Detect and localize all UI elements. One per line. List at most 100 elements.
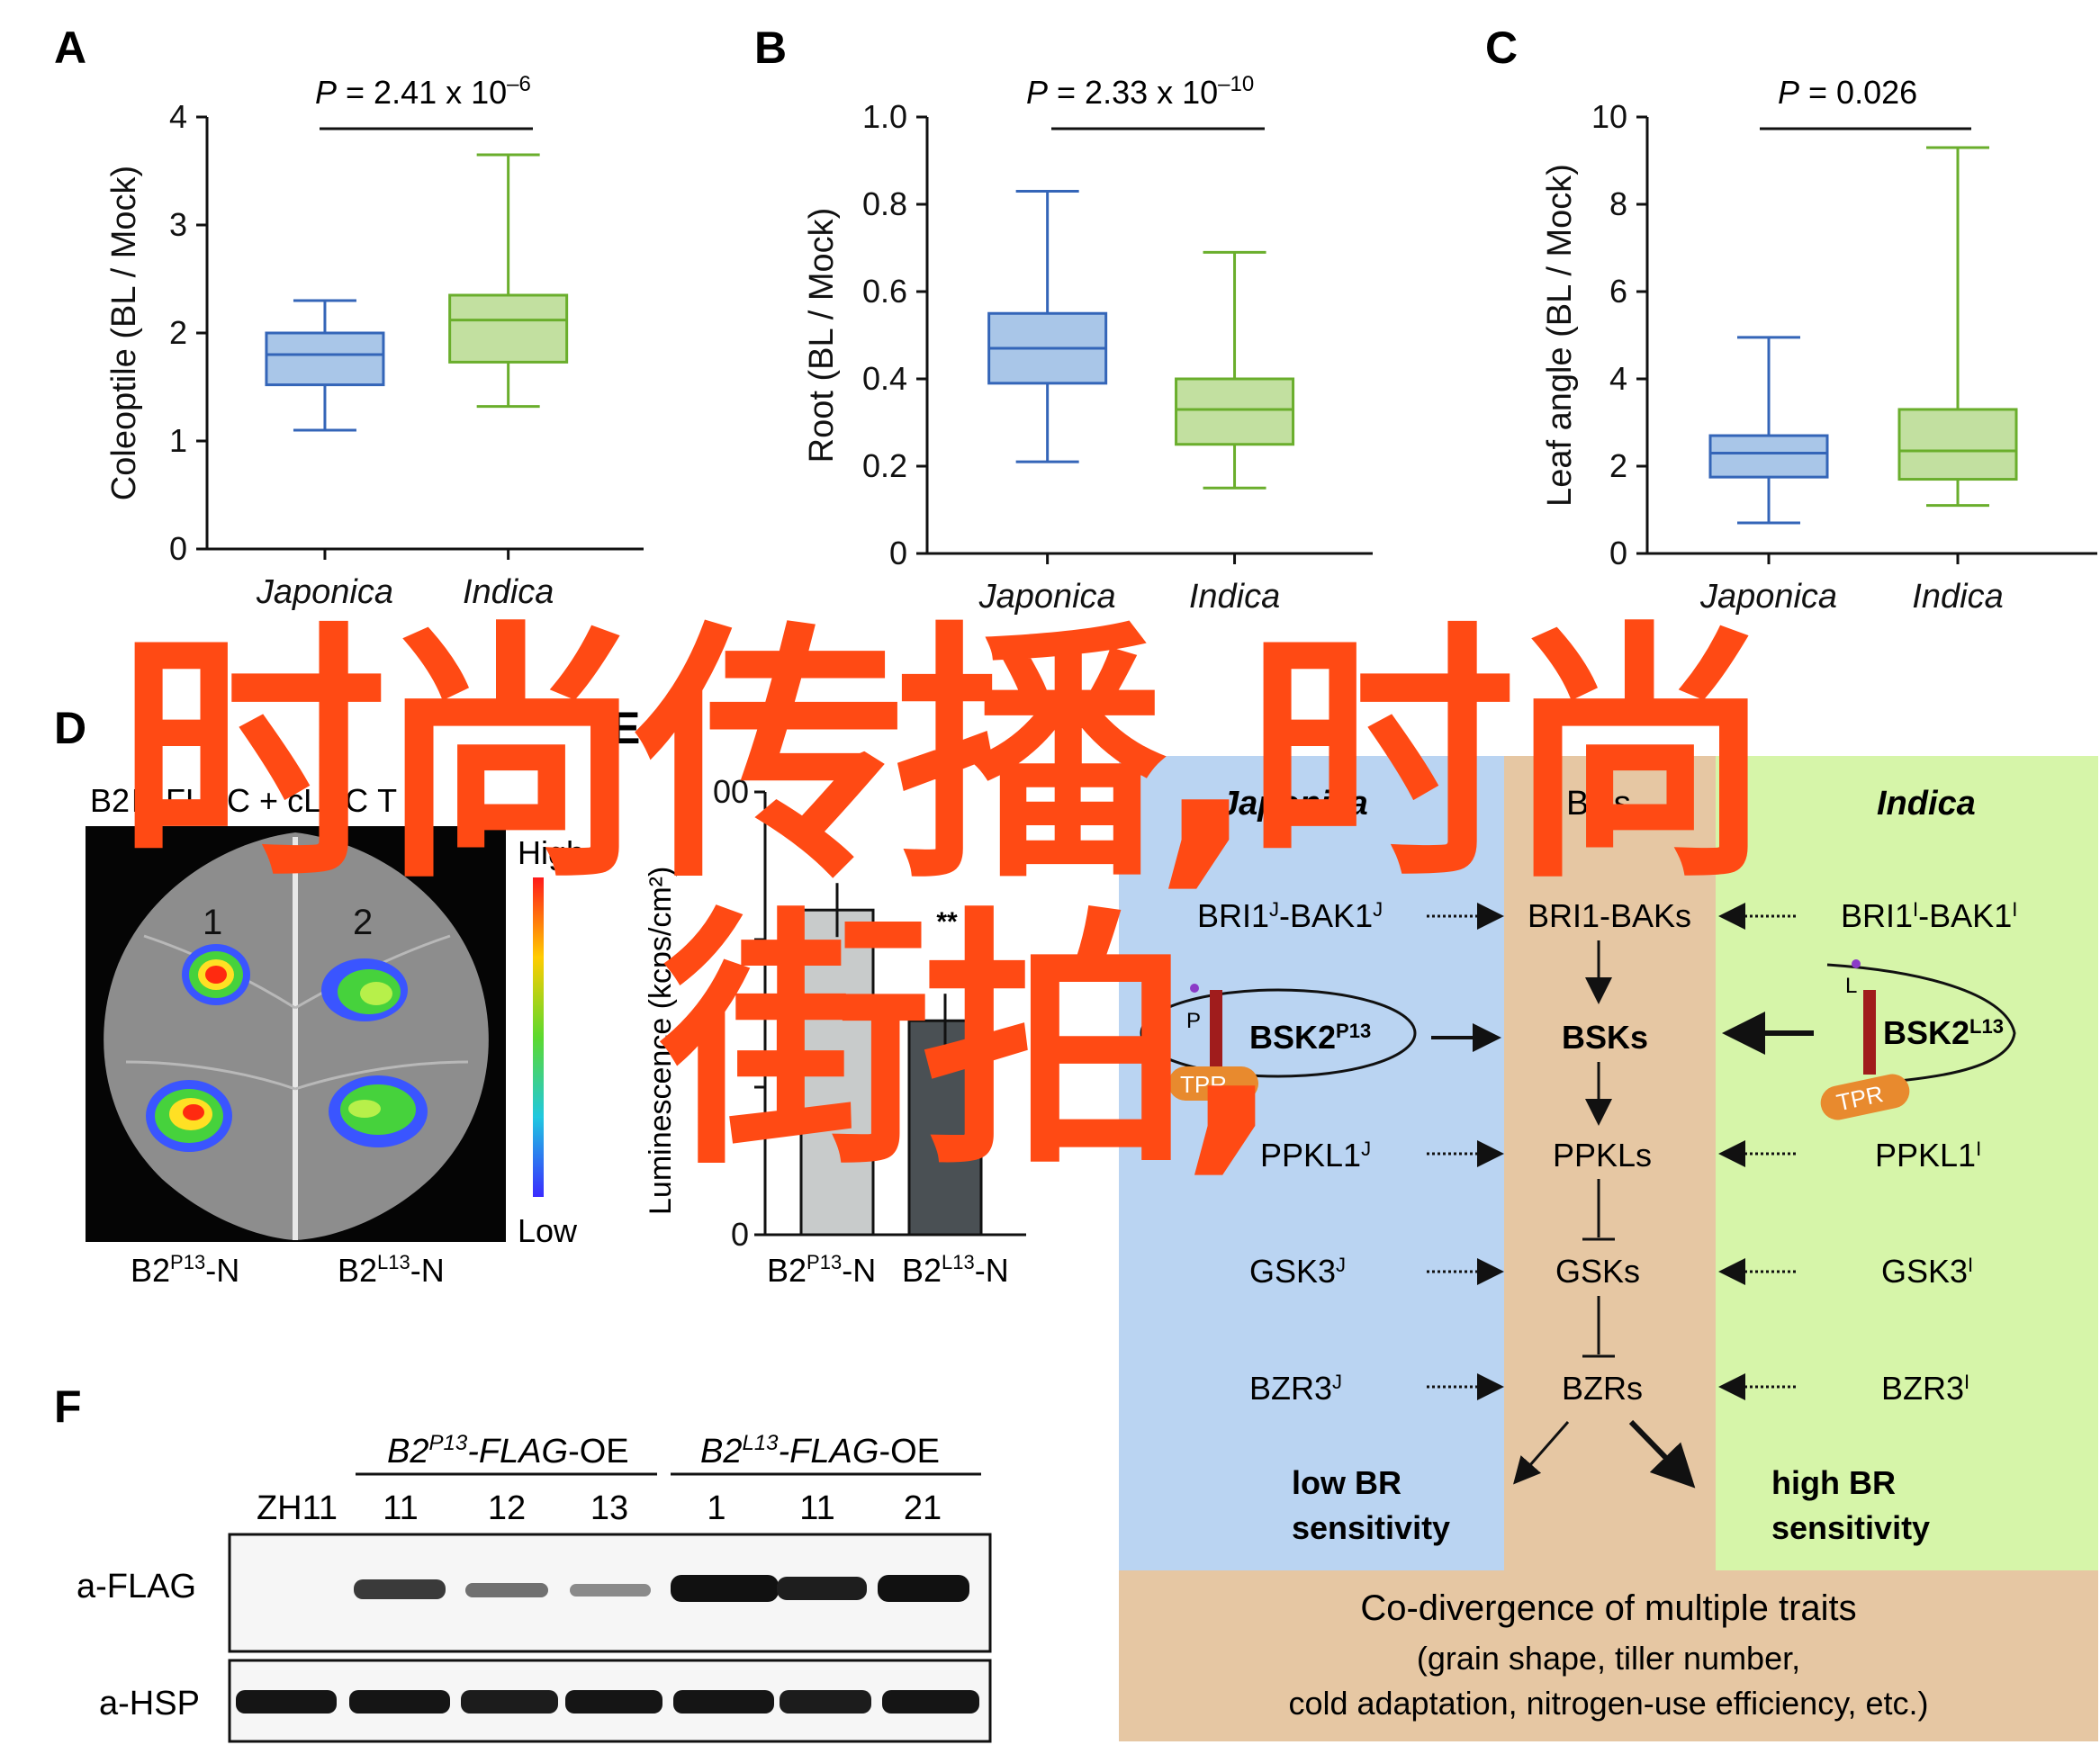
- blot-lane-l13-11: 11: [799, 1489, 834, 1527]
- panel-letter-a: A: [54, 22, 86, 73]
- panel-letter-f: F: [54, 1381, 82, 1432]
- y-axis-label: Coleoptile (BL / Mock): [105, 166, 143, 500]
- model-bsk2-p13-bar: [1210, 990, 1222, 1069]
- blot-bands-hsp: [236, 1690, 979, 1714]
- panel-letter-e: E: [610, 703, 640, 753]
- model-bsk-arrows: [1431, 1012, 1814, 1055]
- leaf-vein-l2: [125, 1060, 296, 1091]
- model-tpr-left-label: TPR: [1180, 1071, 1227, 1098]
- model-tpr-left: [1168, 1066, 1258, 1101]
- model-indica-title: Indica: [1877, 785, 1976, 823]
- luminescence-scale-bar: [533, 877, 544, 1197]
- significance-stars: **: [936, 907, 958, 937]
- model-center-bsks: BSKs: [1562, 1019, 1648, 1056]
- y-tick-label: 0: [889, 535, 907, 571]
- iqr-box: [448, 293, 569, 364]
- model-footer-line1: (grain shape, tiller number,: [1417, 1640, 1800, 1677]
- model-low-br-line1: low BR: [1292, 1464, 1402, 1501]
- model-p-marker: [1190, 984, 1199, 993]
- box-indica: [1175, 250, 1295, 490]
- model-left-ppkl1: PPKL1J: [1260, 1137, 1371, 1174]
- y-tick-label: 0.8: [862, 185, 907, 222]
- model-center-bzrs: BZRs: [1562, 1370, 1643, 1407]
- blot-lane-zh11: ZH11: [257, 1489, 338, 1527]
- y-tick-label: 10: [1591, 98, 1627, 135]
- model-dotted-arrows-left: [1427, 903, 1504, 1400]
- model-footer-title: Co-divergence of multiple traits: [1360, 1588, 1856, 1628]
- iqr-box: [1897, 408, 2018, 481]
- panel-letter-d: D: [54, 703, 86, 753]
- model-center-ppkls: PPKLs: [1553, 1137, 1652, 1174]
- blot-row-label-flag: a-FLAG: [77, 1568, 196, 1606]
- y-axis-label: Leaf angle (BL / Mock): [1541, 164, 1579, 507]
- x-tick-label: Japonica: [978, 578, 1116, 616]
- y-tick-label: 0.4: [862, 360, 907, 397]
- box-japonica: [987, 189, 1108, 463]
- y-axis-label: Root (BL / Mock): [803, 208, 841, 463]
- blot-group-2-label: B2L13-FLAG-OE: [700, 1431, 940, 1471]
- y-tick-label: 6: [1609, 273, 1627, 310]
- panel-d-xlabel-2: B2L13-N: [338, 1251, 445, 1289]
- panel-e-xlabel-2: B2L13-N: [902, 1251, 1009, 1289]
- blot-bands-flag: [354, 1575, 969, 1602]
- y-tick-label: 8: [1609, 185, 1627, 222]
- box-japonica: [1708, 336, 1829, 525]
- p-value-label: P = 0.026: [1778, 74, 1917, 111]
- panel-e: Luminescence (kcps/cm²) B2P13-N B2L13-N …: [644, 773, 1026, 1289]
- panel-f: B2P13-FLAG-OE B2L13-FLAG-OE ZH11 11 12 1…: [77, 1431, 992, 1743]
- bar-1: [799, 908, 875, 1237]
- model-high-br-line2: sensitivity: [1771, 1509, 1930, 1546]
- lum-spot-4: [329, 1075, 428, 1147]
- panel-letter-b: B: [754, 22, 787, 73]
- p-value-label: P = 2.33 x 10–10: [1026, 72, 1254, 111]
- model-center-gsks: GSKs: [1555, 1253, 1640, 1290]
- model-left-bsk2: BSK2P13: [1249, 1019, 1371, 1056]
- model-right-bsk2: BSK2L13: [1883, 1014, 2004, 1051]
- model-right-ppkl1: PPKL1I: [1875, 1137, 1981, 1174]
- model-brs-region: [1504, 756, 1716, 1570]
- lum-spot-3: [146, 1080, 232, 1152]
- iqr-box: [265, 331, 385, 387]
- model-footer-line2: cold adaptation, nitrogen-use efficiency…: [1288, 1685, 1928, 1722]
- lum-spot-1: [182, 944, 250, 1005]
- model-japonica-title: Japonica: [1220, 785, 1368, 823]
- y-tick-label: 4: [1609, 360, 1627, 397]
- panel-e-ylabel: Luminescence (kcps/cm²): [644, 867, 678, 1215]
- x-tick-label: Japonica: [1699, 578, 1837, 616]
- model-l-marker: [1852, 959, 1861, 968]
- model-diagram: Japonica BRs Indica BRI1J-BAK1J BRI1-BAK…: [1119, 756, 2098, 1741]
- p-value-label: P = 2.41 x 10–6: [315, 72, 531, 111]
- leaf-label-2: 2: [353, 903, 373, 942]
- model-bsk2-l13-membrane: [1826, 963, 2016, 1086]
- blot-lane-p13-13: 13: [590, 1489, 628, 1527]
- lum-spot-2: [321, 958, 408, 1021]
- model-bsk2-l13-bar: [1863, 990, 1876, 1075]
- model-japonica-region: [1119, 756, 1504, 1570]
- model-right-bzr3: BZR3I: [1881, 1370, 1969, 1407]
- y-tick-label: 4: [169, 98, 187, 135]
- model-right-gsk3: GSK3I: [1881, 1253, 1973, 1290]
- blot-group-1-label: B2P13-FLAG-OE: [387, 1431, 629, 1471]
- model-bsk2-p13-membrane: [1140, 988, 1417, 1078]
- iqr-box: [1175, 377, 1295, 446]
- blot-lane-p13-12: 12: [488, 1489, 526, 1527]
- y-tick-label: 0: [731, 1216, 749, 1253]
- model-dotted-arrows-right: [1718, 903, 1796, 1400]
- model-p-label: P: [1186, 1009, 1201, 1033]
- model-l-label: L: [1845, 974, 1857, 998]
- blot-lane-l13-1: 1: [707, 1489, 726, 1527]
- model-tpr-right: [1820, 1074, 1910, 1120]
- y-tick-label: 0: [1609, 535, 1627, 571]
- y-tick-label: 0.2: [862, 447, 907, 484]
- bar-2: [907, 1019, 983, 1237]
- model-right-bri1bak1: BRI1I-BAK1I: [1841, 897, 2017, 934]
- y-tick-label: 2: [169, 314, 187, 351]
- model-cascade-arrows: [1513, 940, 1696, 1489]
- y-tick-label: 00: [713, 773, 749, 810]
